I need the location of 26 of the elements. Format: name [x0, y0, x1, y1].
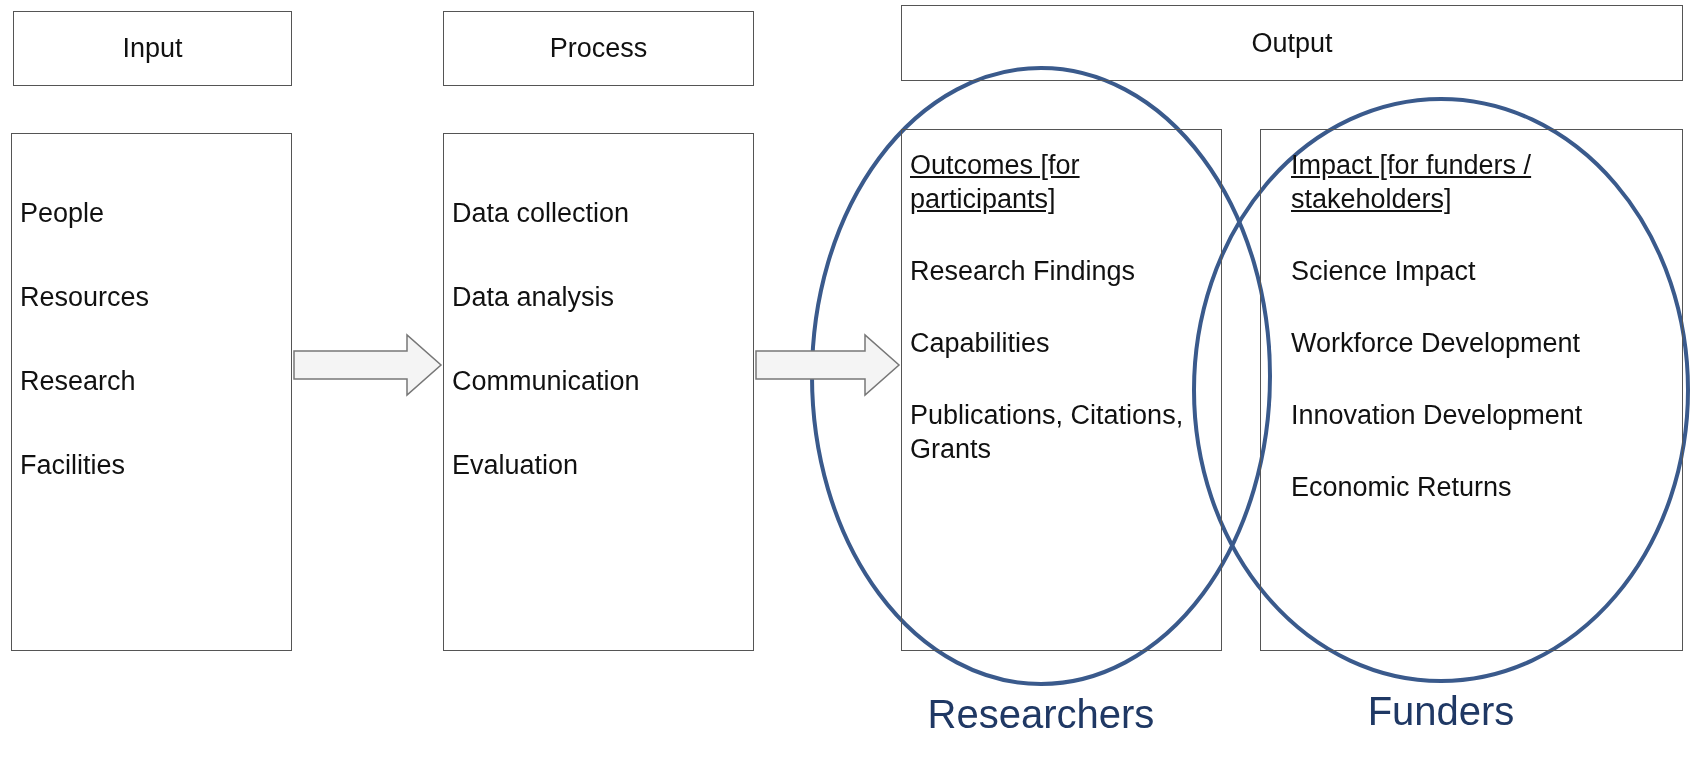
- column-heading: Impact [for funders / stakeholders]: [1291, 149, 1533, 216]
- list-item: Research: [20, 365, 136, 398]
- list-item: Facilities: [20, 449, 126, 482]
- list-item: Resources: [20, 281, 150, 314]
- list-box: [11, 133, 292, 651]
- list-item: People: [20, 197, 105, 230]
- list-item: Data analysis: [452, 281, 615, 314]
- list-item: Research Findings: [910, 255, 1136, 288]
- block-arrow: [755, 333, 901, 397]
- list-item: Workforce Development: [1291, 327, 1581, 360]
- list-box: [443, 133, 754, 651]
- header-box: Process: [443, 11, 754, 86]
- list-item: Publications, Citations, Grants: [910, 399, 1185, 466]
- group-label: Funders: [1367, 689, 1515, 734]
- header-box: Output: [901, 5, 1683, 81]
- list-item: Evaluation: [452, 449, 579, 482]
- list-item: Innovation Development: [1291, 399, 1583, 432]
- header-box: Input: [13, 11, 292, 86]
- column-heading: Outcomes [for participants]: [910, 149, 1081, 216]
- list-item: Communication: [452, 365, 640, 398]
- list-item: Science Impact: [1291, 255, 1476, 288]
- block-arrow: [293, 333, 443, 397]
- group-label: Researchers: [927, 692, 1155, 737]
- list-item: Capabilities: [910, 327, 1050, 360]
- list-item: Economic Returns: [1291, 471, 1512, 504]
- list-item: Data collection: [452, 197, 630, 230]
